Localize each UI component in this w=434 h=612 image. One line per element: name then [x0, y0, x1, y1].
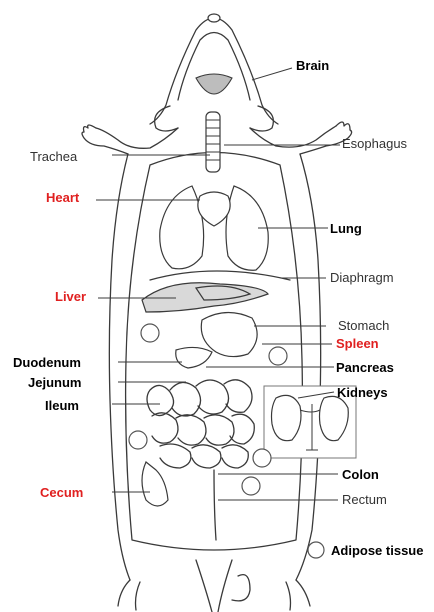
label-diaphragm: Diaphragm	[330, 270, 394, 285]
label-lung: Lung	[330, 221, 362, 236]
adipose-marker	[269, 347, 287, 365]
cecum-organ	[142, 462, 168, 506]
label-jejunum: Jejunum	[28, 375, 81, 390]
brain-leader	[252, 68, 292, 80]
right-hind-leg	[286, 580, 310, 610]
label-trachea: Trachea	[30, 149, 78, 164]
adipose-marker	[141, 324, 159, 342]
torso-left	[109, 154, 130, 580]
colon-organ	[214, 470, 216, 540]
label-brain: Brain	[296, 58, 329, 73]
left-hind-leg	[118, 580, 140, 610]
left-lung	[160, 186, 204, 269]
adipose-marker	[253, 449, 271, 467]
label-rectum: Rectum	[342, 492, 387, 507]
tail-base	[196, 560, 232, 612]
left-ear	[155, 106, 178, 131]
right-ear	[250, 106, 273, 131]
mouth-icon	[196, 74, 232, 94]
mouse-body-outline	[82, 14, 352, 612]
left-kidney	[272, 395, 302, 440]
label-liver: Liver	[55, 289, 86, 304]
legend: Adipose tissue	[308, 542, 423, 558]
duodenum-organ	[176, 347, 212, 368]
label-stomach: Stomach	[338, 318, 389, 333]
trachea-organ	[206, 112, 220, 172]
head-outline	[150, 18, 278, 124]
open-circle-icon	[308, 542, 324, 558]
adipose-marker	[242, 477, 260, 495]
legend-adipose-label: Adipose tissue	[331, 543, 423, 558]
stomach-organ	[201, 312, 257, 356]
label-ileum: Ileum	[45, 398, 79, 413]
label-esophagus: Esophagus	[342, 136, 408, 151]
label-pancreas: Pancreas	[336, 360, 394, 375]
label-colon: Colon	[342, 467, 379, 482]
tail-loop	[232, 575, 250, 601]
label-duodenum: Duodenum	[13, 355, 81, 370]
nose-icon	[208, 14, 220, 22]
shoulder-right	[250, 126, 336, 147]
label-kidneys: Kidneys	[337, 385, 388, 400]
left-front-paw	[82, 125, 128, 154]
adipose-marker	[129, 431, 147, 449]
label-cecum: Cecum	[40, 485, 83, 500]
diaphragm-line	[150, 271, 290, 280]
label-spleen: Spleen	[336, 336, 379, 351]
small-intestine	[147, 380, 254, 468]
label-heart: Heart	[46, 190, 80, 205]
